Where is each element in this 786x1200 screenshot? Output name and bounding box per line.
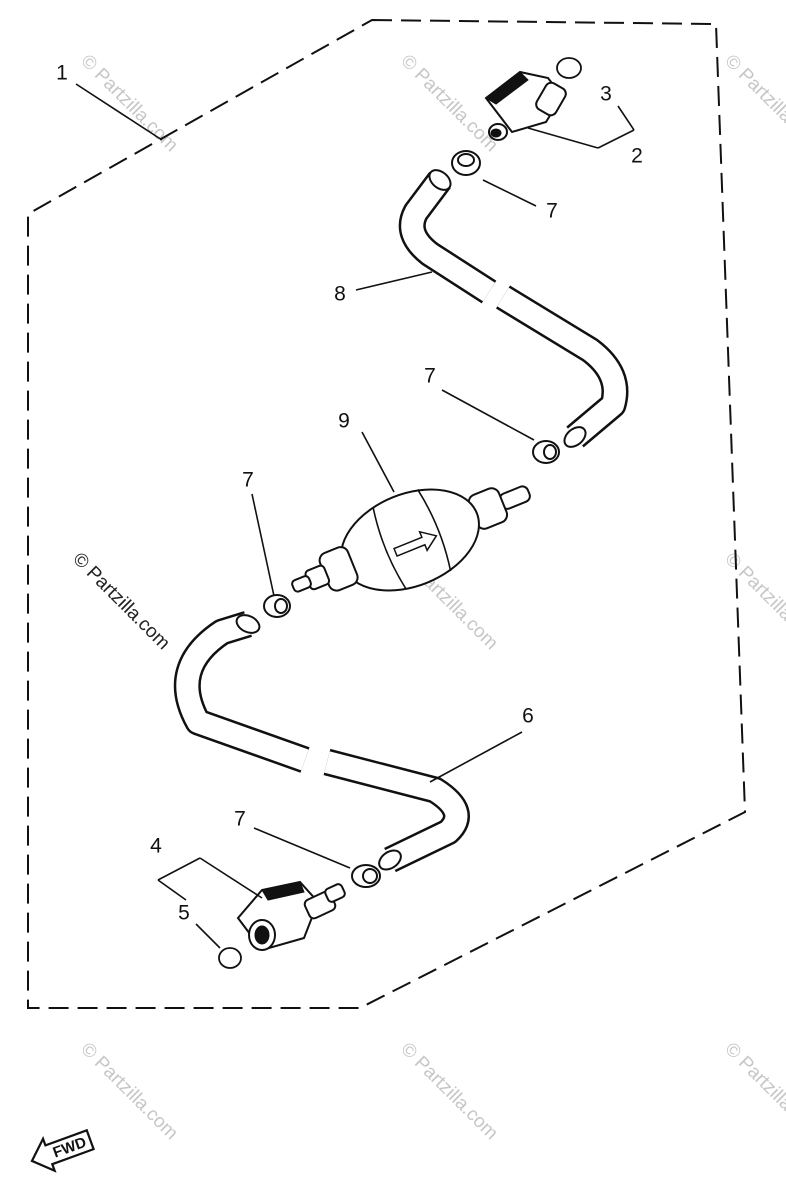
hose-clamp-bottom — [351, 864, 381, 888]
hose-clamp-top — [451, 150, 481, 176]
callout-7-bottom: 7 — [234, 808, 246, 831]
hose-clamp-right — [532, 440, 560, 464]
lower-fuel-connector — [236, 880, 346, 952]
watermark-text: © Partzilla.com — [720, 1039, 786, 1144]
callout-2: 2 — [631, 145, 643, 168]
upper-o-ring — [556, 57, 582, 79]
watermark-text: © Partzilla.com — [396, 51, 501, 156]
hose-lower — [173, 611, 470, 873]
lower-o-ring — [218, 947, 242, 969]
callout-7-left: 7 — [242, 469, 254, 492]
hose-upper — [398, 169, 629, 448]
watermark-text: © Partzilla.com — [720, 549, 786, 654]
leader-lines — [75, 83, 635, 949]
upper-fuel-connector — [484, 70, 567, 141]
fwd-direction-marker: FWD — [30, 1128, 96, 1173]
callout-3: 3 — [600, 83, 612, 106]
callout-1: 1 — [56, 62, 68, 85]
callout-6: 6 — [522, 705, 534, 728]
callout-8: 8 — [334, 283, 346, 306]
callout-5: 5 — [178, 902, 190, 925]
callout-9: 9 — [338, 410, 350, 433]
watermark-text-dark: © Partzilla.com — [68, 549, 173, 654]
watermark-text: © Partzilla.com — [396, 1039, 501, 1144]
watermark-text: © Partzilla.com — [720, 51, 786, 156]
hose-clamp-left — [263, 594, 291, 618]
watermark-text: © Partzilla.com — [76, 1039, 181, 1144]
callout-7-top: 7 — [546, 200, 558, 223]
watermark-text: © Partzilla.com — [76, 51, 181, 156]
primer-bulb — [291, 485, 531, 593]
callout-labels: 1 3 2 7 8 7 9 7 6 7 4 5 — [56, 62, 643, 925]
callout-4: 4 — [150, 835, 162, 858]
callout-7-right: 7 — [424, 365, 436, 388]
